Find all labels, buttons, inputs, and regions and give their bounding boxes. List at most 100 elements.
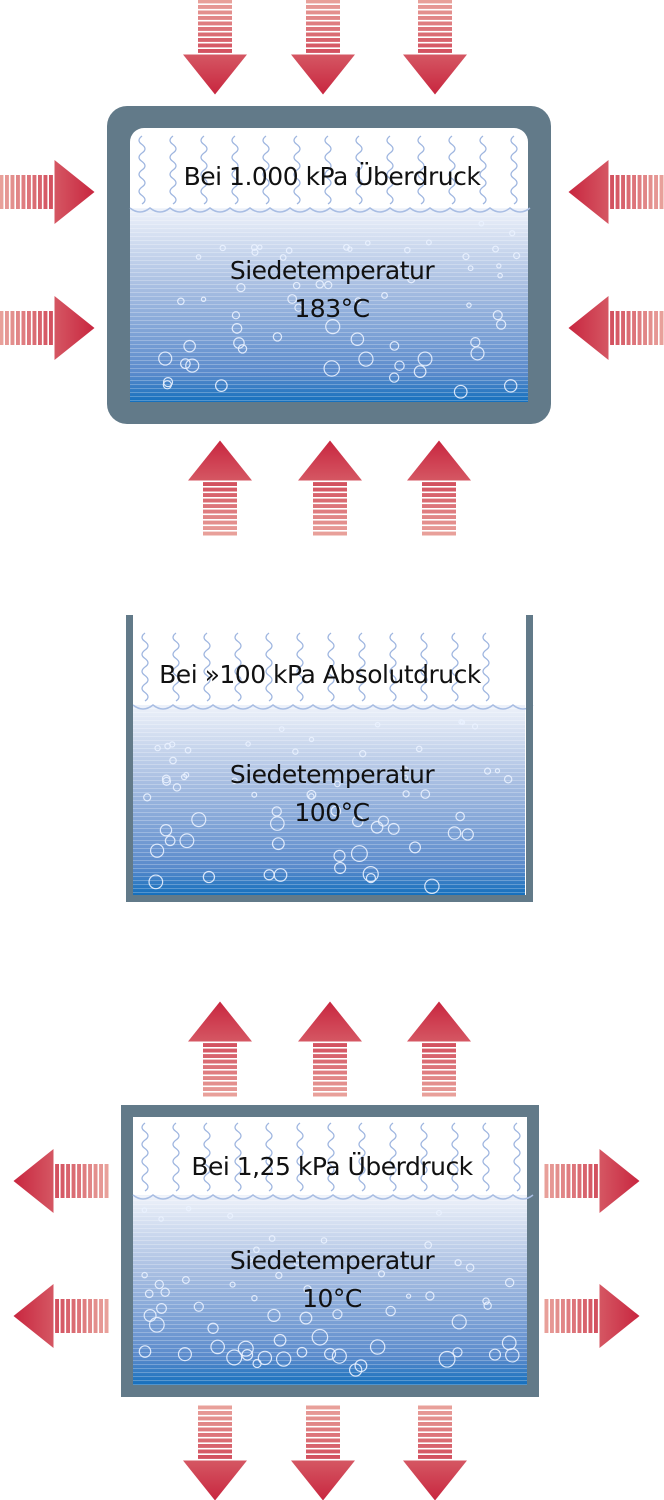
bubble-icon — [279, 254, 287, 261]
arrow-head — [298, 1001, 362, 1042]
arrow-head — [298, 440, 362, 481]
bubble-icon — [488, 1348, 502, 1361]
pressure-label-normal: Bei »100 kPa Absolutdruck — [159, 660, 481, 689]
bubble-icon — [315, 280, 325, 289]
bubble-icon — [413, 365, 427, 378]
pressure-arrow-out — [544, 1149, 640, 1213]
steam-icon — [389, 632, 397, 702]
bubble-icon — [453, 384, 468, 399]
arrow-head — [403, 54, 467, 95]
steam-icon — [203, 1122, 211, 1192]
bubble-icon — [191, 812, 207, 828]
bubble-icon — [296, 1346, 308, 1358]
bubble-icon — [278, 726, 285, 733]
bubble-icon — [141, 1207, 148, 1213]
bubble-icon — [193, 1301, 204, 1312]
arrow-head — [183, 1460, 247, 1500]
bubble-icon — [180, 773, 188, 781]
bubble-icon — [162, 380, 172, 390]
bubble-icon — [354, 297, 362, 305]
pressure-label-low: Bei 1,25 kPa Überdruck — [191, 1152, 473, 1181]
bubble-icon — [350, 845, 368, 863]
bubble-icon — [324, 1347, 337, 1360]
vessel-contents-high — [129, 128, 531, 402]
arrow-head — [13, 1149, 54, 1213]
pressure-arrow-in — [403, 0, 467, 95]
pressure-arrow-out — [291, 1405, 355, 1500]
bubble-icon — [471, 723, 479, 730]
bubble-icon — [148, 1316, 165, 1333]
pressure-arrow-out — [403, 1405, 467, 1500]
bubble-icon — [331, 1348, 347, 1364]
steam-icon — [265, 1122, 273, 1192]
steam-icon — [355, 135, 363, 205]
open-container — [126, 615, 533, 902]
steam-icon — [293, 135, 301, 205]
bubble-icon — [424, 878, 440, 895]
bubble-icon — [141, 1271, 148, 1279]
steam-icon — [358, 1122, 366, 1192]
steam-icon — [296, 632, 304, 702]
arrow-head — [599, 1149, 640, 1213]
bubble-icon — [492, 310, 503, 321]
bubble-icon — [359, 750, 367, 758]
bubble-icon — [513, 252, 521, 260]
bubble-icon — [226, 1349, 243, 1366]
bubble-icon — [156, 1302, 167, 1314]
arrow-head — [568, 296, 609, 360]
bubble-icon — [478, 220, 485, 227]
pressure-arrow-in — [568, 160, 664, 224]
bubble-icon — [247, 1257, 253, 1263]
steam-icon — [141, 1122, 149, 1192]
pressure-arrow-out — [407, 1001, 471, 1097]
bubble-icon — [458, 719, 464, 725]
bubble-icon — [185, 358, 200, 373]
bubble-icon — [183, 339, 196, 353]
bubble-icon — [362, 865, 379, 883]
bubble-icon — [227, 1212, 234, 1219]
steam-icon — [479, 135, 487, 205]
bubble-icon — [494, 768, 501, 774]
steam-icon — [265, 632, 273, 702]
arrow-head — [54, 296, 95, 360]
bubble-icon — [492, 245, 499, 253]
bubble-icon — [154, 1279, 165, 1290]
bubble-icon — [389, 341, 400, 351]
bubble-icon — [144, 1289, 154, 1299]
bubble-icon — [333, 780, 341, 788]
arrow-head — [599, 1284, 640, 1348]
bubble-icon — [275, 1271, 283, 1280]
bubble-icon — [149, 843, 165, 858]
bubble-icon — [195, 254, 202, 260]
bubble-icon — [294, 303, 303, 312]
bubble-icon — [231, 777, 238, 785]
arrow-head — [54, 160, 95, 224]
bubble-icon — [350, 332, 365, 346]
pressure-arrow-out — [298, 1001, 362, 1097]
bubble-icon — [184, 746, 192, 754]
boiling-label-high: Siedetemperatur — [229, 256, 435, 285]
bubble-icon — [415, 745, 423, 753]
pressure-arrow-out — [183, 1405, 247, 1500]
steam-icon — [482, 1122, 490, 1192]
steam-icon — [231, 135, 239, 205]
pressure-arrow-in — [407, 440, 471, 536]
bubble-icon — [333, 849, 346, 862]
bubble-icon — [404, 246, 411, 254]
bubble-icon — [496, 263, 502, 269]
water-surface — [132, 704, 534, 710]
steam-icon — [327, 632, 335, 702]
bubble-icon — [161, 774, 171, 784]
bubble-icon — [251, 1294, 258, 1302]
bubble-icon — [273, 1333, 287, 1347]
bubble-icon — [303, 1285, 312, 1294]
bubble-icon — [370, 820, 384, 834]
bubble-icon — [462, 253, 470, 261]
steam-icon — [451, 1122, 459, 1192]
pressure-arrow-in — [568, 296, 664, 360]
bubble-icon — [285, 247, 293, 254]
bubble-icon — [311, 1328, 329, 1346]
bubble-icon — [214, 379, 228, 392]
bubble-icon — [292, 748, 299, 755]
bubble-icon — [495, 319, 507, 330]
